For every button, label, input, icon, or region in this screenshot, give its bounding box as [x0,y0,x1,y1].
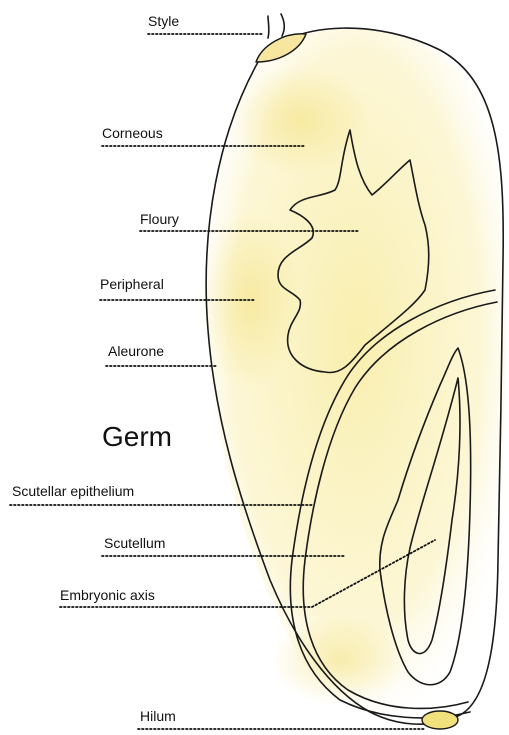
style-strand-right [281,14,284,36]
label-embryonic-axis: Embryonic axis [60,587,155,603]
label-peripheral: Peripheral [100,276,164,292]
hilum-structure [422,711,458,729]
label-scutellum: Scutellum [104,535,165,551]
label-style: Style [148,13,179,29]
label-scutellar-epithelium: Scutellar epithelium [12,483,134,499]
labels: Style Corneous Floury Peripheral Aleuron… [12,13,179,724]
hilum-shape [422,711,458,729]
wash-spot-lower [270,615,410,705]
label-hilum: Hilum [140,708,176,724]
kernel-body [200,28,506,724]
label-germ: Germ [102,421,172,452]
style-strand-left [268,16,269,38]
label-floury: Floury [140,211,179,227]
label-aleurone: Aleurone [108,343,164,359]
wash-spot-upper [230,65,370,175]
label-corneous: Corneous [102,125,163,141]
